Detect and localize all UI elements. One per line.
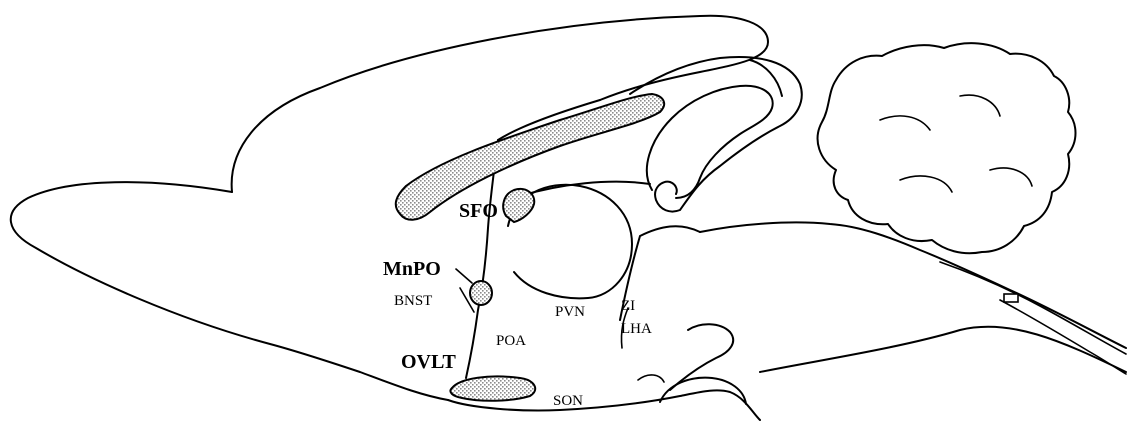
olfactory-bulb-outline [11,182,448,400]
medulla-lower-outline [760,327,1126,372]
cerebellum-folia-1 [880,116,930,130]
central-canal-lower [1000,300,1126,374]
sfo-organ [503,189,534,222]
mnpo-organ [470,281,492,305]
label-lha: LHA [621,321,652,337]
canal-marker [1004,294,1018,302]
cerebellum-outline [818,43,1076,253]
label-zi: ZI [621,298,635,314]
cerebellum-folia-3 [900,176,952,192]
cerebellum-folia-2 [960,95,1000,116]
mammillary-notch [638,375,664,382]
label-mnpo: MnPO [383,258,441,280]
mnpo-leader-line [456,269,472,283]
label-poa: POA [496,333,526,349]
label-pvn: PVN [555,304,585,320]
brainstem-outline [700,222,1126,348]
central-canal-upper [940,262,1126,354]
label-bnst: BNST [394,293,432,309]
cerebellum-folia-4 [990,168,1032,186]
label-son: SON [553,393,583,409]
ovlt-organ [450,376,535,400]
label-ovlt: OVLT [401,351,457,373]
label-sfo: SFO [459,200,498,222]
